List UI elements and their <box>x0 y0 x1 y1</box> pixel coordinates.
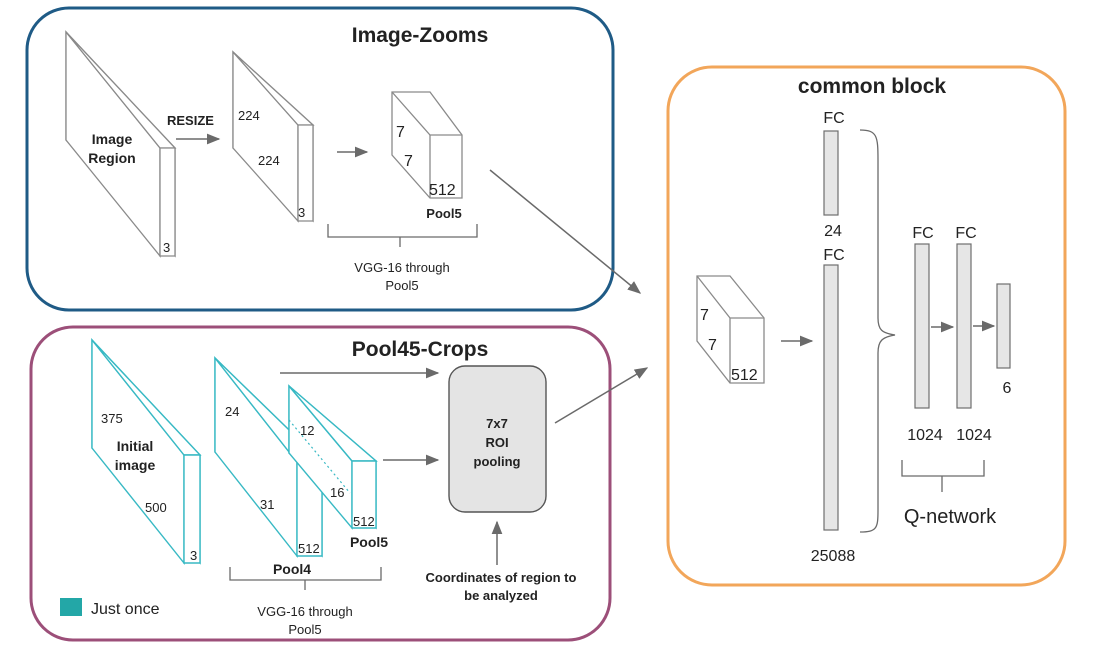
common-input-depth: 512 <box>731 367 758 384</box>
pool45-vgg-label-2: Pool5 <box>288 622 321 637</box>
legend-swatch <box>60 598 82 616</box>
pool4-height: 24 <box>225 404 239 419</box>
image-zooms-title: Image-Zooms <box>352 24 489 47</box>
image-region-depth: 3 <box>163 240 170 255</box>
pool5-crop-label: Pool5 <box>350 534 388 550</box>
coords-label-2: be analyzed <box>464 588 538 603</box>
fc-top-label: FC <box>823 110 844 127</box>
pool5-height: 7 <box>396 124 405 141</box>
pool45-crops-panel <box>29 325 612 642</box>
fc1-bar <box>914 243 930 409</box>
resize-label: RESIZE <box>167 113 214 128</box>
fc-big-bar <box>823 264 839 531</box>
pool5-crop-depth: 512 <box>353 514 375 529</box>
fc2-size: 1024 <box>956 427 992 444</box>
vgg-label-2: Pool5 <box>385 278 418 293</box>
coords-label: Coordinates of region to <box>426 570 577 585</box>
image-region-label-2: Region <box>88 150 135 166</box>
fc-concat-brace <box>859 129 896 533</box>
legend-label: Just once <box>91 601 160 618</box>
fc-top-bar <box>823 130 839 216</box>
common-input-block <box>696 275 765 384</box>
pool45-vgg-brace <box>229 567 382 590</box>
output-bar <box>996 283 1011 369</box>
q-network-brace <box>901 460 985 492</box>
common-block-title: common block <box>798 75 947 98</box>
pool5-crop-block <box>288 384 378 530</box>
image-zooms-panel <box>25 6 615 312</box>
roi-pooling-label-3: pooling <box>474 454 521 469</box>
initial-image-label: Initial <box>117 438 154 454</box>
image-region-label: Image <box>92 131 133 147</box>
image-region-block <box>65 30 177 258</box>
zooms-to-common-arrow <box>489 169 642 294</box>
output-size: 6 <box>1003 380 1012 397</box>
resized-image-block <box>232 50 315 223</box>
initial-image-label-2: image <box>115 457 156 473</box>
roi-pooling-label-2: ROI <box>485 435 508 450</box>
initial-height: 375 <box>101 411 123 426</box>
q-network-label: Q-network <box>904 506 997 528</box>
pool5-crop-width: 16 <box>330 485 344 500</box>
fc2-bar <box>956 243 972 409</box>
fc-top-size: 24 <box>824 223 842 240</box>
pool4-width: 31 <box>260 497 274 512</box>
vgg-label: VGG-16 through <box>354 260 449 275</box>
roi-pooling-box <box>448 365 547 513</box>
pool4-depth: 512 <box>298 541 320 556</box>
resized-height: 224 <box>238 108 260 123</box>
roi-pooling-label: 7x7 <box>486 416 508 431</box>
roi-to-common-arrow <box>554 367 649 424</box>
pool5-feature-block <box>391 91 463 199</box>
resized-depth: 3 <box>298 205 305 220</box>
pool4-label: Pool4 <box>273 561 311 577</box>
pool45-crops-title: Pool45-Crops <box>352 338 489 361</box>
fc-big-size: 25088 <box>811 548 856 565</box>
fc1-label: FC <box>912 225 933 242</box>
common-input-width: 7 <box>708 337 717 354</box>
pool5-crop-height: 12 <box>300 423 314 438</box>
pool5-label: Pool5 <box>426 206 461 221</box>
fc-big-label: FC <box>823 247 844 264</box>
pool45-vgg-label: VGG-16 through <box>257 604 352 619</box>
resized-width: 224 <box>258 153 280 168</box>
initial-width: 500 <box>145 500 167 515</box>
common-input-height: 7 <box>700 307 709 324</box>
initial-image-block <box>91 338 202 565</box>
pool5-depth: 512 <box>429 182 456 199</box>
common-block-panel <box>666 65 1067 587</box>
fc2-label: FC <box>955 225 976 242</box>
pool5-width: 7 <box>404 153 413 170</box>
initial-depth: 3 <box>190 548 197 563</box>
vgg-brace <box>327 224 478 247</box>
fc1-size: 1024 <box>907 427 943 444</box>
